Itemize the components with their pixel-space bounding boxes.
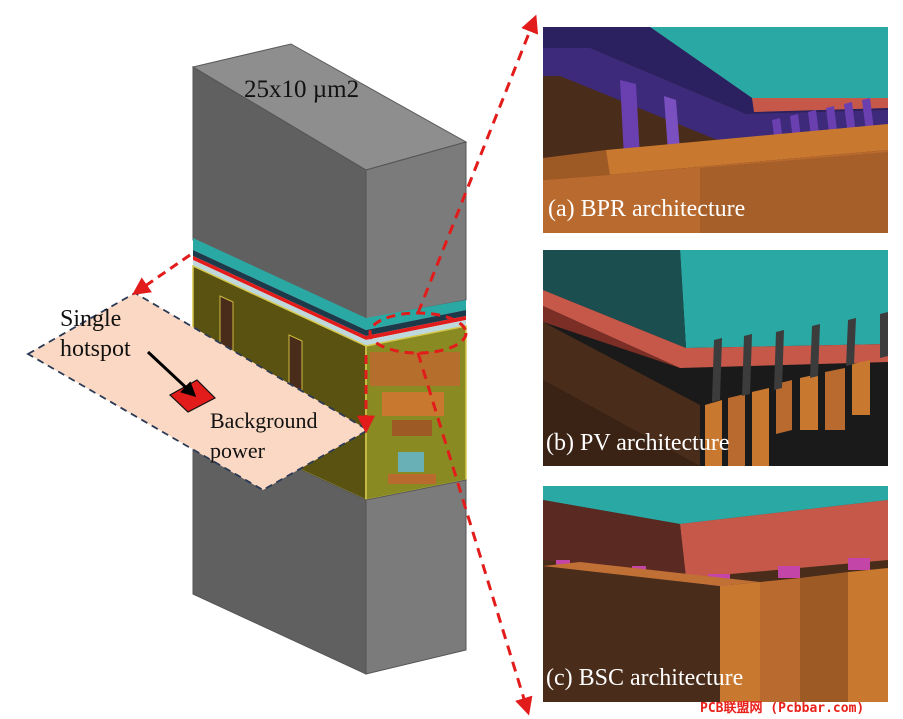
panel-pv — [543, 250, 888, 466]
layer-teal — [193, 238, 466, 330]
arrow-to-plane — [132, 253, 191, 296]
hotspot-label-line1: Single — [60, 306, 122, 332]
arrow-to-panel-bottom — [416, 352, 533, 716]
side-copper-3 — [392, 420, 432, 436]
panel-label-pv: (b) PV architecture — [546, 430, 730, 456]
area-label: 25x10 µm2 — [244, 76, 360, 103]
background-power-label-line1: Background — [210, 408, 318, 433]
background-power-label-line2: power — [210, 438, 265, 463]
chip-stack-3d — [191, 43, 468, 675]
side-copper-1 — [370, 352, 460, 386]
side-copper-4 — [388, 474, 436, 484]
arrow-to-panel-top — [416, 14, 539, 314]
panel-bsc — [543, 486, 888, 702]
hotspot-pointer-arrow — [146, 350, 197, 398]
panel-bpr — [543, 27, 888, 233]
watermark: PCB联盟网 (Pcbbar.com) — [700, 701, 865, 716]
hotspot-label-line2: hotspot — [60, 336, 131, 362]
via-right — [288, 334, 303, 393]
panel-label-bsc: (c) BSC architecture — [546, 665, 744, 691]
side-teal-block — [398, 452, 424, 472]
layer-dark — [193, 250, 466, 336]
lower-block-side — [365, 479, 467, 675]
panel-label-bpr: (a) BPR architecture — [548, 196, 746, 222]
